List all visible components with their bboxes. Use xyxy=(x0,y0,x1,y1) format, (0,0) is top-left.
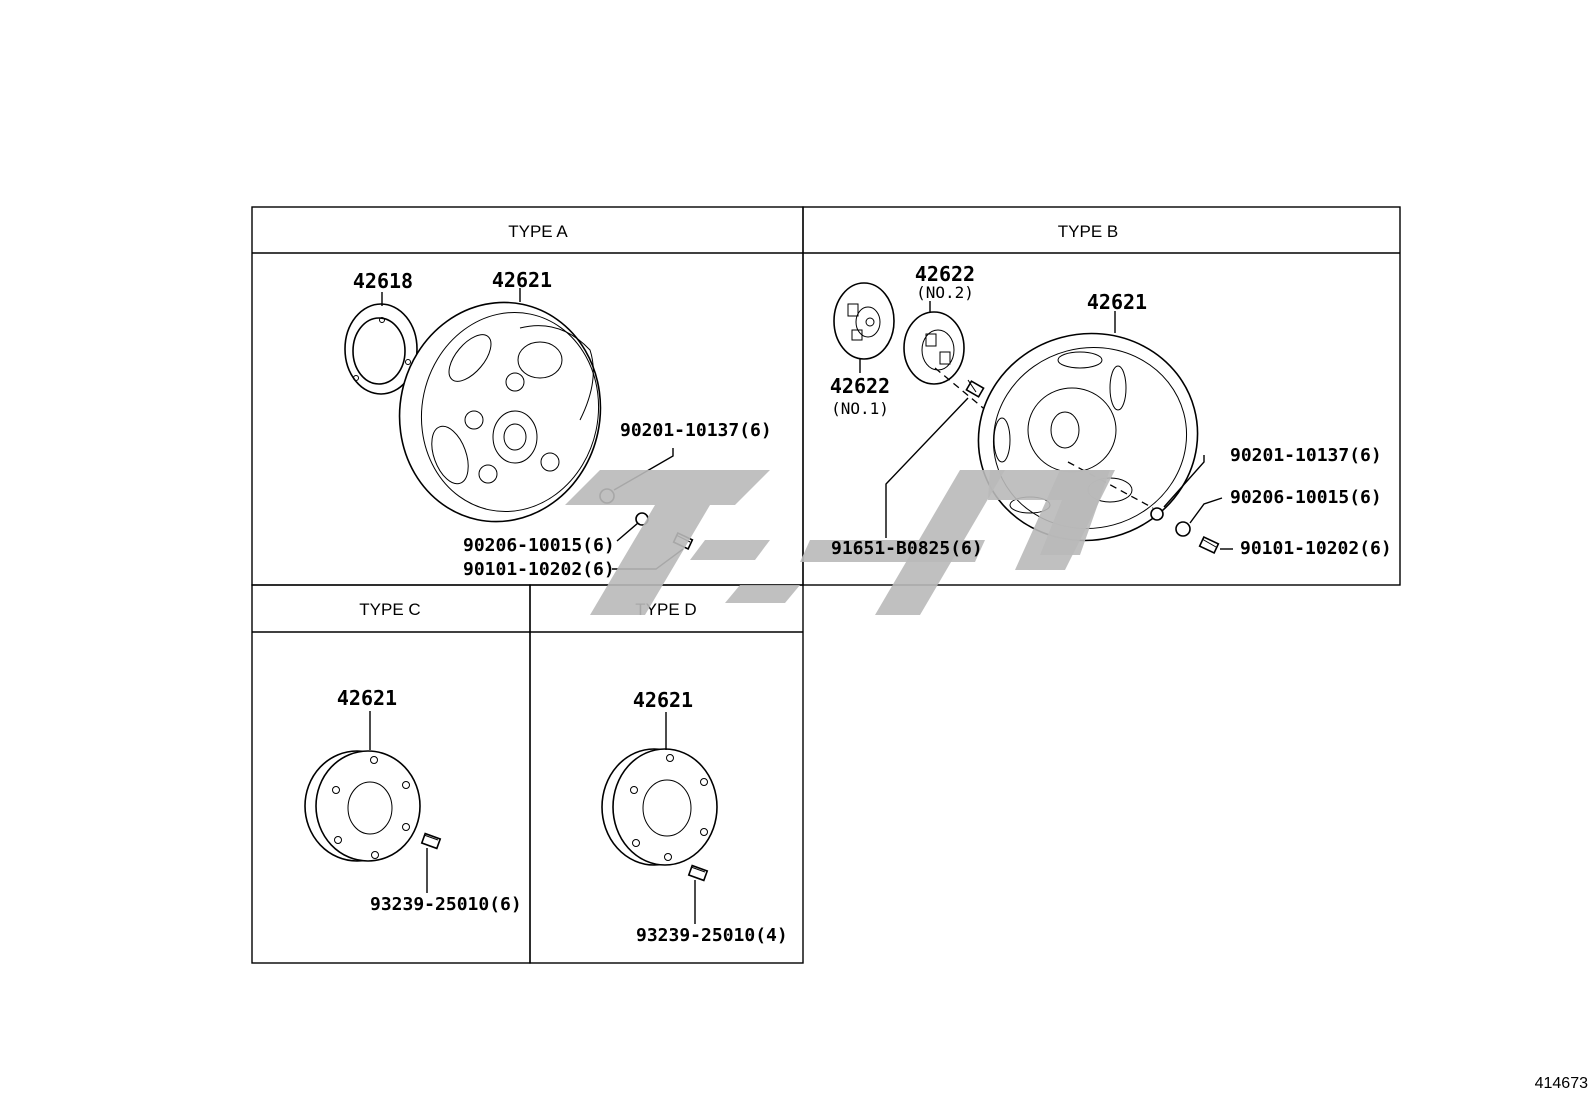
type-c-center-cap xyxy=(304,750,421,862)
leader-b-nut-1 xyxy=(1163,455,1205,508)
type-b-ornament-no2 xyxy=(903,311,965,385)
label-b-91651: 91651-B0825(6) xyxy=(831,538,983,559)
type-c-screw xyxy=(420,832,442,850)
type-b-bolt xyxy=(1198,536,1220,554)
panel-title-type-b: TYPE B xyxy=(1058,222,1118,241)
watermark-logo xyxy=(565,470,1115,615)
label-d-42621: 42621 xyxy=(633,688,693,712)
label-b-42622-no2: 42622 xyxy=(915,262,975,286)
assembly-axis-b2 xyxy=(1067,461,1154,509)
label-b-42621: 42621 xyxy=(1087,290,1147,314)
panel-title-type-a: TYPE A xyxy=(508,222,568,241)
panel-frames xyxy=(251,206,1401,964)
label-a-42618: 42618 xyxy=(353,269,413,293)
leader-a-nut-2 xyxy=(616,522,639,542)
leader-b-screw xyxy=(885,397,969,538)
label-b-no1: (NO.1) xyxy=(831,399,889,418)
type-d-screw xyxy=(687,864,709,882)
leader-b-nut-2 xyxy=(1189,497,1223,524)
label-c-93239: 93239-25010(6) xyxy=(370,894,522,915)
label-d-93239: 93239-25010(4) xyxy=(636,925,788,946)
figure-id: 414673 xyxy=(1534,1075,1588,1092)
type-d-center-cap xyxy=(601,748,718,866)
type-b-screw xyxy=(965,379,985,398)
type-a-seal-ring xyxy=(344,303,418,395)
label-a-90201: 90201-10137(6) xyxy=(620,420,772,441)
label-a-90101: 90101-10202(6) xyxy=(463,559,615,580)
label-b-42622-no1: 42622 xyxy=(830,374,890,398)
label-b-90101: 90101-10202(6) xyxy=(1240,538,1392,559)
label-b-no2: (NO.2) xyxy=(916,283,974,302)
type-b-nut-1 xyxy=(1150,507,1164,521)
panel-title-type-c: TYPE C xyxy=(359,600,420,619)
label-a-90206: 90206-10015(6) xyxy=(463,535,615,556)
label-b-90206: 90206-10015(6) xyxy=(1230,487,1382,508)
type-b-ornament-no1 xyxy=(833,282,895,360)
type-b-nut-2 xyxy=(1175,521,1191,537)
label-b-90201: 90201-10137(6) xyxy=(1230,445,1382,466)
label-c-42621: 42621 xyxy=(337,686,397,710)
type-a-wheel-cap xyxy=(398,301,602,523)
label-a-42621: 42621 xyxy=(492,268,552,292)
